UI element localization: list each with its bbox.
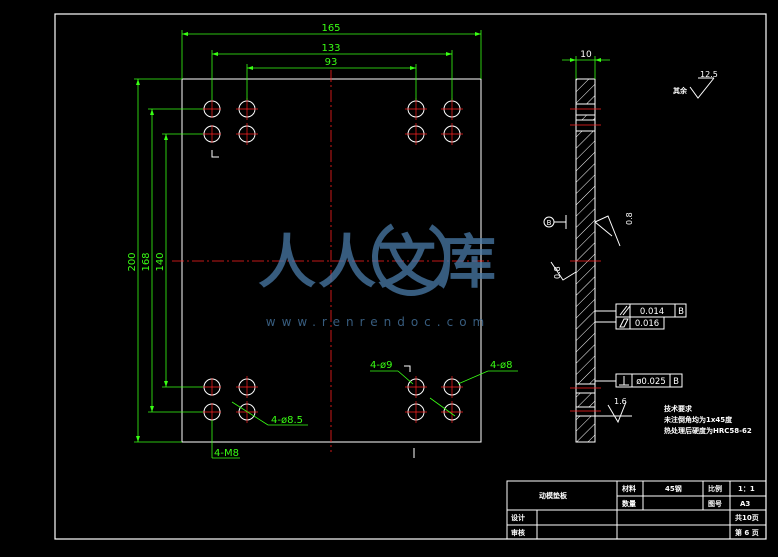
dim-hole-spacing-inner-y: 140 — [155, 252, 166, 271]
roughness-left-value: 0.8 — [553, 266, 562, 279]
callout-dia-8-5: 4-ø8.5 — [271, 415, 303, 426]
perpendicularity-datum: B — [673, 377, 679, 387]
roughness-symbol-bottom — [595, 401, 632, 424]
section-mark-corner-2 — [404, 365, 411, 372]
datum-label: B — [547, 219, 552, 227]
callout-dia-8: 4-ø8 — [490, 360, 512, 371]
hole-group-top-right — [405, 98, 463, 145]
hole-through — [236, 98, 258, 120]
title-drawing-no-value: A3 — [740, 500, 750, 508]
hole-through — [405, 401, 427, 423]
hole-through — [405, 376, 427, 398]
roughness-general-symbol — [689, 77, 715, 99]
roughness-bottom-value: 1.6 — [614, 397, 627, 406]
callout-tapped-holes: 4-M8 — [214, 448, 239, 459]
watermark: 人人文库 www.renrendoc.com — [258, 218, 498, 329]
plate-front-view — [172, 70, 490, 458]
parallelism-datum: B — [678, 307, 684, 317]
roughness-general-label: 其余 — [673, 86, 688, 95]
title-page-number: 第 6 页 — [735, 528, 759, 537]
hole-through — [405, 123, 427, 145]
hole-callout-leaders — [211, 370, 518, 459]
section-hatched-body — [575, 78, 596, 443]
hole-tapped — [203, 403, 221, 421]
section-hole-2 — [575, 119, 596, 132]
title-ratio-value: 1：1 — [738, 485, 755, 493]
title-reviewer-label: 审核 — [511, 528, 525, 537]
plate-outline — [181, 78, 482, 443]
roughness-symbol-right — [594, 215, 621, 247]
section-hole-3 — [575, 383, 596, 394]
section-hole-4 — [575, 406, 596, 417]
roughness-general-value: 12.5 — [700, 70, 718, 79]
section-hole-1 — [575, 103, 596, 116]
watermark-logo-icon — [372, 218, 450, 296]
tolerance-frame-flatness — [595, 316, 665, 330]
dim-overall-width: 165 — [321, 23, 340, 34]
title-quantity-label: 数量 — [622, 499, 636, 508]
dim-overall-height: 200 — [127, 252, 138, 271]
hole-through — [441, 401, 463, 423]
dim-hole-spacing-inner-x: 93 — [325, 57, 338, 68]
watermark-url: www.renrendoc.com — [266, 315, 490, 329]
title-part-name: 动模垫板 — [539, 491, 568, 500]
roughness-right-value: 0.8 — [625, 212, 634, 225]
title-block — [506, 480, 767, 540]
roughness-symbol-left — [550, 261, 577, 281]
drawing-border — [54, 13, 767, 540]
hole-through — [441, 98, 463, 120]
tech-req-title: 技术要求 — [664, 404, 693, 413]
tech-req-line-2: 热处理后硬度为HRC58-62 — [664, 426, 752, 435]
hole-tapped — [203, 125, 221, 143]
tech-req-line-1: 未注倒角均为1x45度 — [664, 415, 733, 424]
title-designer-label: 设计 — [511, 513, 525, 522]
title-total-pages: 共10页 — [735, 513, 759, 522]
title-ratio-label: 比例 — [708, 484, 722, 493]
dim-hole-spacing-outer-x: 133 — [321, 43, 340, 54]
hole-through — [441, 376, 463, 398]
side-dimensions — [134, 78, 203, 443]
watermark-brand: 人人文库 — [258, 228, 498, 296]
tolerance-frame-perpendicularity — [595, 373, 683, 388]
datum-symbol — [543, 215, 567, 229]
flatness-value: 0.016 — [635, 319, 659, 329]
hole-group-bottom-right — [405, 376, 463, 423]
title-material-value: 45钢 — [665, 484, 682, 493]
hole-through — [236, 376, 258, 398]
hole-tapped — [203, 378, 221, 396]
callout-dia-9: 4-ø9 — [370, 360, 392, 371]
parallelism-value: 0.014 — [640, 307, 664, 317]
hole-tapped — [203, 100, 221, 118]
hole-group-bottom-left — [203, 376, 258, 423]
perpendicularity-value: ø0.025 — [636, 377, 666, 387]
dim-thickness: 10 — [580, 50, 592, 60]
hole-through — [441, 123, 463, 145]
hole-through — [405, 98, 427, 120]
title-material-label: 材料 — [621, 484, 636, 493]
section-view: 10 — [562, 50, 610, 443]
dim-hole-spacing-outer-y: 168 — [141, 252, 152, 271]
hole-group-top-left — [203, 98, 258, 145]
hole-through — [236, 123, 258, 145]
section-mark-corner — [211, 150, 219, 158]
title-drawing-no-label: 图号 — [708, 499, 722, 508]
top-dimensions — [181, 30, 482, 100]
